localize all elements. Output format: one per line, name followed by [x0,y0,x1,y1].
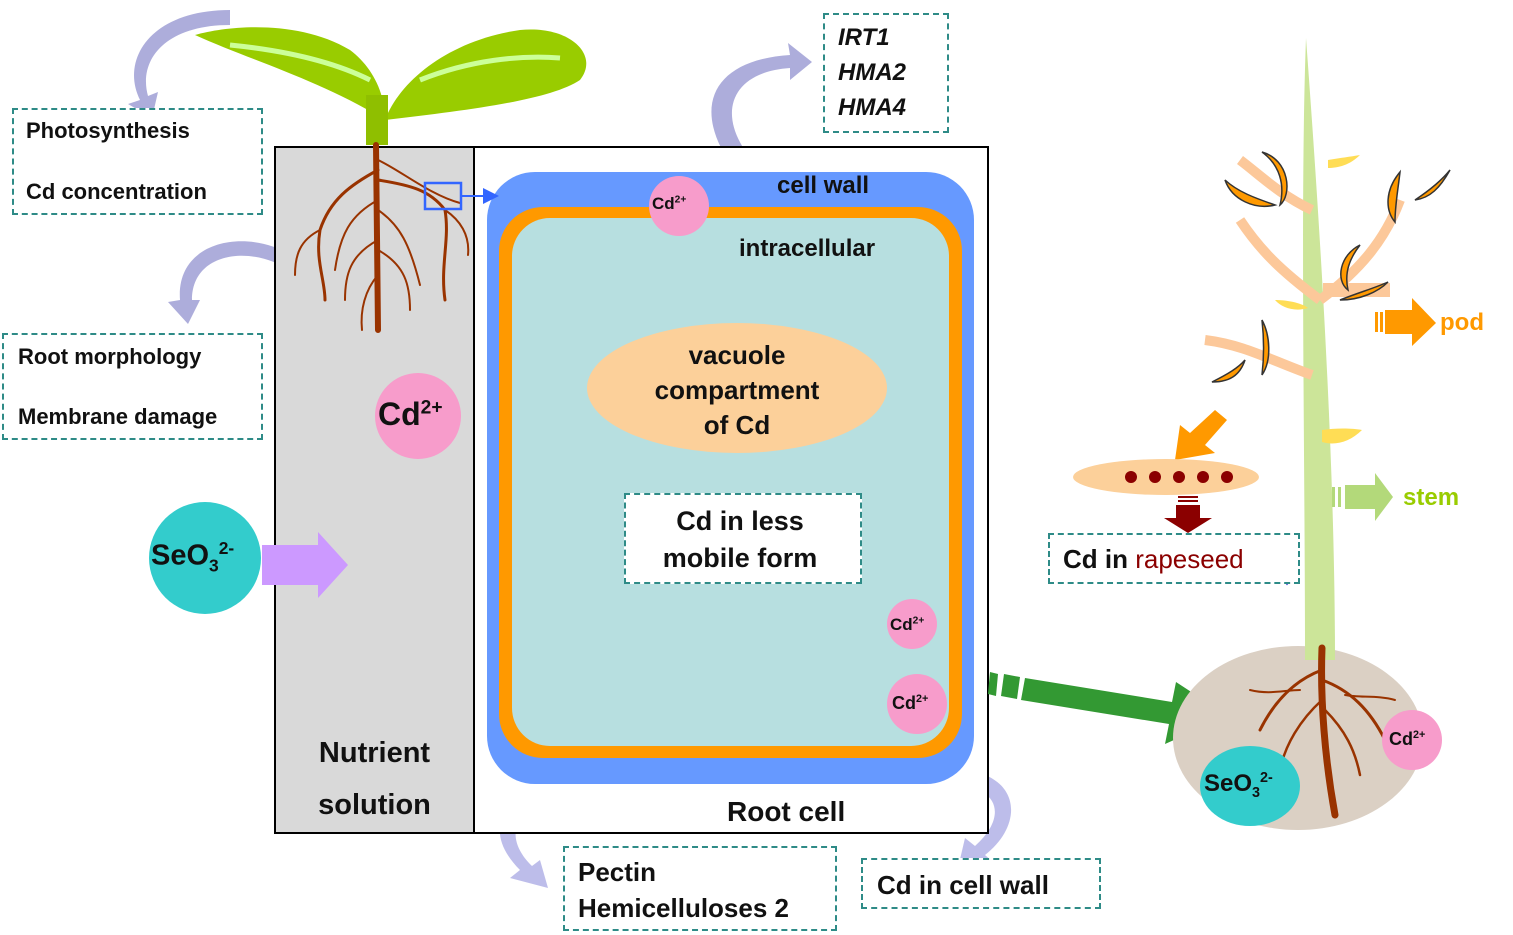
cytoplasm [512,218,949,746]
vacuole [587,323,887,453]
seo3-uptake-arrow [262,532,348,598]
cd-ion-nutrient [375,373,461,459]
less-mobile-box [624,493,862,584]
cd-cell-wall-box [861,858,1101,909]
cell-wall-components-box [563,846,837,931]
cd-ion-soil-label: Cd2+ [1389,729,1426,749]
intracellular-label: intracellular [739,235,876,262]
seed-arrow [1175,410,1227,460]
nutrient-label-1: Nutrient [318,737,431,769]
pod-arrow-stripes [1375,312,1383,332]
cd-ion-cell-1 [887,599,937,649]
membrane-damage-label: Membrane damage [18,404,218,429]
rapeseed-down-arrow [1164,505,1212,533]
less-mobile-label-1: Cd in less [676,506,804,536]
cd-ion-cell-2 [887,674,947,734]
cd-ion-cell-2-label: Cd2+ [892,693,929,713]
stem-arrow-stripes [1332,487,1341,507]
pod-arrow [1385,298,1436,346]
root-cell-label: Root cell [727,796,846,827]
rapeseed-cd-label: Cd in rapeseed [1063,544,1244,575]
cell-wall-label: cell wall [777,172,870,199]
gene-irt1-label: IRT1 [838,24,890,51]
nutrient-label-2: solution [318,789,431,821]
root-morphology-label: Root morphology [18,344,202,369]
rapeseed-down-arrow-stripes [1178,496,1198,502]
rapeseed-text: rapeseed [1135,544,1244,574]
cd-concentration-label: Cd concentration [26,179,207,204]
vacuole-label-1: vacuole [688,340,786,370]
seedling-roots-icon [294,142,470,333]
cd-ion-nutrient-label: Cd2+ [378,396,443,432]
cd-ion-wall [649,176,709,236]
vacuole-label-2: compartment [654,375,820,405]
curved-arrow-root [168,241,305,324]
seed-platter [1073,459,1259,495]
cd-ion-wall-label: Cd2+ [652,194,687,213]
field-plant-roots-icon [1249,644,1396,819]
root-effects-box [2,333,263,440]
stem-arrow [1345,473,1393,521]
seo3-ion-nutrient [149,502,261,614]
gene-hma4-label: HMA4 [838,94,907,121]
gene-hma2-label: HMA2 [838,59,907,86]
rapeseed-seeds [1125,471,1233,483]
cd-ion-cell-1-label: Cd2+ [890,615,925,634]
seo3-ion-nutrient-label: SeO32- [151,538,235,576]
cd-ion-soil [1382,710,1442,770]
pectin-label: Pectin [578,857,657,887]
seo3-ion-soil-label: SeO32- [1204,770,1273,801]
photosynthesis-label: Photosynthesis [26,118,190,143]
cd-in-text: Cd in [1063,544,1136,574]
pod-label: pod [1440,309,1484,336]
shoot-effects-box [12,108,263,215]
seo3-ion-soil [1200,746,1300,826]
rapeseed-cd-box [1048,533,1300,584]
curved-arrow-shoot [128,10,230,118]
vacuole-label-3: of Cd [703,410,771,440]
less-mobile-label-2: mobile form [662,543,818,573]
curved-arrow-genes [711,43,812,170]
genes-box [823,13,949,133]
curved-arrow-cellwall [930,768,1012,868]
rapeseed-plant-icon [1204,38,1451,660]
hemicellulose-label: Hemicelluloses 2 [578,893,789,923]
seedling-icon [195,27,587,145]
stem-label: stem [1403,484,1460,511]
cd-cell-wall-label: Cd in cell wall [877,870,1049,900]
